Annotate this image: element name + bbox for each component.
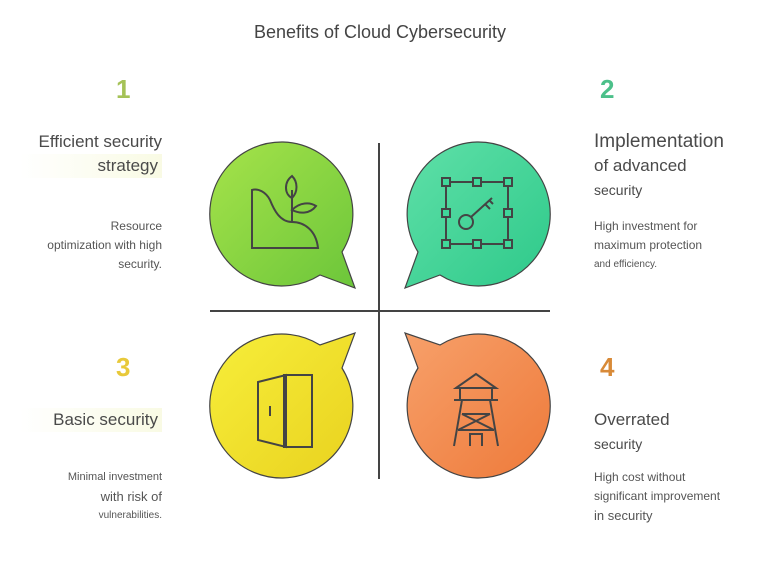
watchtower-icon <box>452 372 500 447</box>
quadrant-1-description: Resource optimization with high security… <box>47 219 162 271</box>
key-in-frame-icon <box>441 177 513 249</box>
quadrant-4-heading: Overrated security <box>594 410 670 452</box>
quadrant-1-bubble <box>209 141 357 290</box>
quadrant-1-heading: Efficient security strategy <box>20 130 162 178</box>
quadrant-3-number: 3 <box>116 352 131 382</box>
plant-on-hill-icon <box>251 174 320 249</box>
quadrant-4-description: High cost without significant improvemen… <box>594 470 721 523</box>
diagram-title: Benefits of Cloud Cybersecurity <box>253 22 507 42</box>
quadrant-2-bubble <box>403 141 551 290</box>
open-door-icon <box>257 373 313 449</box>
quadrant-2-description: High investment for maximum protection a… <box>594 219 703 270</box>
horizontal-axis <box>210 310 550 312</box>
quadrant-2-number: 2 <box>600 74 615 104</box>
quadrant-3-bubble <box>209 332 357 479</box>
quadrant-3-description: Minimal investment with risk of vulnerab… <box>67 471 162 521</box>
quadrant-2-heading: Implementation of advanced security <box>594 131 724 198</box>
quadrant-4-bubble <box>403 332 551 479</box>
quadrant-3-heading: Basic security <box>20 408 162 432</box>
quadrant-1-number: 1 <box>116 74 131 104</box>
quadrant-4-number: 4 <box>600 352 615 382</box>
